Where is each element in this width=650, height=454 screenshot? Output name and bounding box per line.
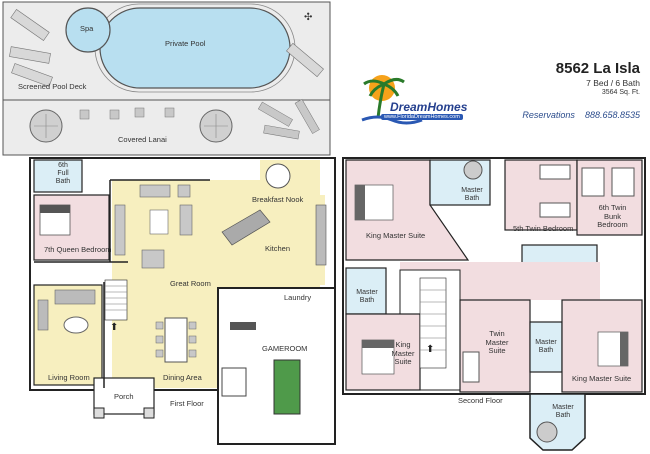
label-porch: Porch: [114, 392, 134, 401]
first-floor-walls: [34, 179, 335, 388]
living-sofa: [54, 289, 96, 305]
twin-bed-a: [539, 164, 571, 180]
label-screened-pool-deck: Screened Pool Deck: [18, 82, 87, 91]
label-covered-lanai: Covered Lanai: [118, 135, 167, 144]
label-master-bath-top: Master Bath: [461, 187, 483, 203]
label-fifth-twin-bedroom: 5th Twin Bedroom: [513, 224, 574, 233]
great-room-furniture: [114, 184, 193, 269]
twin-master-bed: [462, 351, 480, 383]
twin-bed-b: [539, 202, 571, 218]
label-sixth-twin-bunk: 6th Twin Bunk Bedroom: [597, 203, 628, 230]
patio-tables: [29, 98, 320, 143]
label-kms-right: King Master Suite: [572, 374, 632, 383]
label-king-master-bottom-left: King Master Suite: [391, 340, 415, 367]
label-master-bath-bottom: Master Bath: [552, 404, 574, 420]
kitchen-island: [221, 209, 271, 246]
label-kms-left: King Master Suite: [366, 231, 426, 240]
bed-7-headboard: [40, 205, 70, 213]
label-twin-master-suite: Twin Master Suite: [485, 329, 509, 356]
spa: [65, 7, 111, 53]
sixth-bath: [33, 159, 83, 193]
label-kitchen: Kitchen: [265, 244, 291, 253]
bed-kms-left-headboard: [355, 185, 365, 220]
kitchen: [210, 195, 325, 285]
label-seventh-bedroom: 7th Queen Bedroom: [44, 245, 112, 254]
label-breakfast-nook: Breakfast Nook: [252, 195, 304, 204]
pool-table: [273, 359, 301, 415]
reservations-label: Reservations: [522, 110, 575, 120]
porch-pillar-right: [143, 407, 155, 419]
dining-chairs: [155, 321, 197, 358]
label-master-bath-left: Master Bath: [356, 289, 378, 305]
logo-url[interactable]: www.FloridaDreamHomes.com: [381, 114, 463, 120]
tub-bottom: [536, 421, 558, 443]
tub-top: [463, 160, 483, 180]
stair-down-arrow-icon: ⬆: [426, 344, 434, 355]
master-bath-left: [345, 267, 387, 315]
label-private-pool: Private Pool: [165, 39, 206, 48]
staircase-first: [104, 279, 128, 321]
bunk-a: [581, 167, 605, 197]
wave-icon: [361, 115, 423, 125]
label-living-room: Living Room: [48, 373, 90, 382]
kitchen-counter: [315, 204, 327, 266]
breakfast-table: [265, 163, 291, 189]
beds-baths: 7 Bed / 6 Bath: [586, 78, 640, 88]
label-gameroom: GAMEROOM: [262, 344, 308, 353]
master-bath-mid: [529, 321, 563, 373]
porch-pillar-left: [93, 407, 105, 419]
arcade-bench: [230, 322, 256, 330]
property-title: 8562 La Isla: [555, 60, 640, 77]
living-chair: [37, 299, 49, 331]
phone-number[interactable]: 888.658.8535: [584, 110, 640, 120]
square-footage: 3564 Sq. Ft.: [601, 89, 640, 96]
label-second-floor: Second Floor: [458, 396, 503, 405]
label-first-floor: First Floor: [170, 399, 204, 408]
lounge-chairs: [9, 9, 324, 87]
logo-brand: DreamHomes: [390, 100, 468, 114]
staircase-second: [419, 277, 447, 369]
dining-table: [164, 317, 188, 363]
master-bath-bottom: [529, 393, 586, 451]
bed-kms-right-headboard: [620, 332, 628, 366]
label-sixth-bath: 6th Full Bath: [55, 162, 71, 186]
air-hockey-table: [221, 367, 247, 397]
label-laundry: Laundry: [284, 293, 312, 302]
label-spa: Spa: [80, 24, 94, 33]
bunk-b: [611, 167, 635, 197]
bed-kms-bl-headboard: [362, 340, 394, 348]
stair-up-arrow-icon: ⬆: [110, 322, 118, 333]
label-great-room: Great Room: [170, 279, 211, 288]
dreamhomes-logo: [361, 75, 423, 125]
reservations: Reservations 888.658.8535: [470, 110, 640, 120]
living-table: [63, 316, 89, 334]
label-master-bath-mid: Master Bath: [535, 339, 557, 355]
king-master-suite-right: [561, 299, 643, 393]
palm-tree-icon: [363, 77, 405, 119]
plant-icon: ✣: [304, 12, 312, 23]
label-dining-area: Dining Area: [163, 373, 202, 382]
